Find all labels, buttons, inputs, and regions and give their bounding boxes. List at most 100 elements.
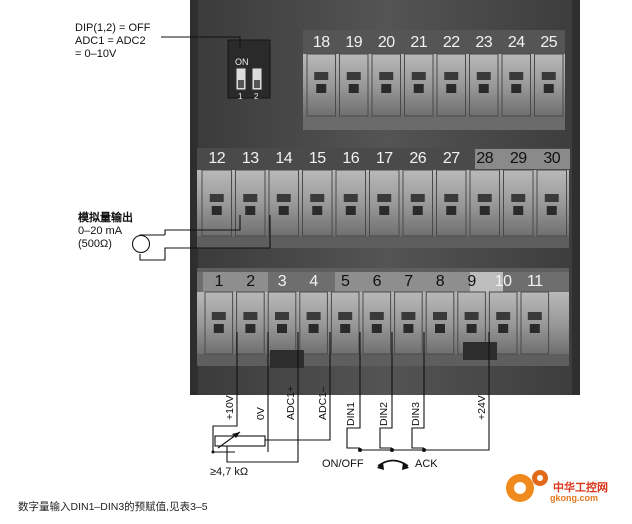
analog-output-wiring bbox=[131, 215, 271, 261]
terminal-cell bbox=[330, 291, 360, 355]
dip-line-1: DIP(1,2) = OFF bbox=[75, 22, 151, 34]
terminal-cell bbox=[536, 169, 567, 237]
terminal-cell bbox=[488, 291, 518, 355]
curved-arrow-icon bbox=[377, 459, 409, 467]
terminal-screw bbox=[306, 312, 321, 320]
terminal-screw bbox=[401, 312, 416, 320]
terminal-number: 5 bbox=[340, 273, 350, 290]
terminal-clamp bbox=[316, 84, 327, 93]
terminal-clamp bbox=[345, 206, 356, 215]
terminal-clamp bbox=[479, 206, 490, 215]
wire-label-10v: +10V bbox=[224, 395, 236, 420]
analog-output-range: 0–20 mA bbox=[78, 225, 123, 237]
terminal-cell bbox=[204, 291, 234, 355]
terminal-clamp bbox=[466, 324, 477, 333]
terminal-number: 24 bbox=[507, 34, 525, 51]
analog-output-title: 模拟量输出 bbox=[78, 212, 133, 224]
potentiometer bbox=[214, 431, 266, 449]
terminal-number: 16 bbox=[342, 150, 360, 167]
terminal-screw bbox=[276, 194, 291, 202]
terminal-screw bbox=[411, 72, 426, 80]
terminal-cell bbox=[501, 53, 531, 117]
terminal-screw bbox=[209, 194, 224, 202]
terminal-screw bbox=[346, 72, 361, 80]
wire-label-24v: +24V bbox=[476, 395, 488, 420]
terminal-screw bbox=[527, 312, 542, 320]
label-on-off: ON/OFF bbox=[322, 458, 364, 470]
terminal-number: 9 bbox=[467, 273, 476, 290]
gear-icon bbox=[506, 470, 548, 502]
terminal-clamp bbox=[546, 206, 557, 215]
terminal-screw bbox=[511, 194, 526, 202]
label-ack: ACK bbox=[415, 458, 438, 470]
terminal-cell bbox=[371, 53, 401, 117]
terminal-number: 1 bbox=[214, 273, 224, 290]
terminal-screw bbox=[509, 72, 524, 80]
terminal-cell bbox=[534, 53, 564, 117]
terminal-clamp bbox=[308, 324, 319, 333]
wire-label-adc1-plus: ADC1+ bbox=[285, 385, 297, 420]
terminal-screw bbox=[211, 312, 226, 320]
wire-label-adc1-minus: ADC1– bbox=[317, 386, 329, 420]
wire-label-din1: DIN1 bbox=[345, 402, 357, 426]
dip-switch-2 bbox=[251, 67, 263, 91]
dip-on-label: ON bbox=[235, 57, 249, 67]
dip-num-2: 2 bbox=[254, 92, 259, 101]
terminal-number: 10 bbox=[494, 273, 512, 290]
terminal-block-middle bbox=[197, 148, 570, 248]
terminal-clamp bbox=[413, 84, 424, 93]
terminal-number: 17 bbox=[375, 150, 393, 167]
wire-label-din3: DIN3 bbox=[410, 402, 422, 426]
switch-contacts bbox=[211, 448, 426, 454]
terminal-clamp bbox=[412, 206, 423, 215]
terminal-clamp bbox=[478, 84, 489, 93]
terminal-clamp bbox=[245, 206, 256, 215]
terminal-clamp bbox=[543, 84, 554, 93]
terminal-cell bbox=[236, 291, 265, 355]
terminal-number: 15 bbox=[308, 150, 326, 167]
terminal-screw bbox=[464, 312, 479, 320]
terminal-cell bbox=[404, 53, 434, 117]
terminal-cell bbox=[362, 291, 392, 355]
terminal-screw bbox=[444, 72, 459, 80]
terminal-number: 20 bbox=[377, 34, 395, 51]
terminal-number: 22 bbox=[442, 34, 460, 51]
terminal-screw bbox=[433, 312, 447, 320]
arrow-head-right-icon bbox=[402, 462, 409, 470]
terminal-number: 28 bbox=[476, 150, 494, 167]
terminal-clamp bbox=[513, 206, 524, 215]
terminal-number: 27 bbox=[442, 150, 460, 167]
terminal-number: 2 bbox=[246, 273, 255, 290]
dip-line-2: ADC1 = ADC2 bbox=[75, 35, 146, 47]
pot-value: ≥4,7 kΩ bbox=[210, 466, 249, 478]
terminal-screw bbox=[477, 194, 492, 202]
terminal-number: 26 bbox=[409, 150, 427, 167]
terminal-cell bbox=[235, 169, 266, 237]
figure-caption: 数字量输入DIN1–DIN3的预赋值,见表3–5 bbox=[18, 501, 208, 513]
terminal-cell bbox=[503, 169, 534, 237]
terminal-screw bbox=[369, 312, 384, 320]
terminal-block-bottom bbox=[197, 268, 569, 366]
terminal-number: 14 bbox=[275, 150, 293, 167]
wire-label-din2: DIN2 bbox=[378, 402, 390, 426]
terminal-number: 19 bbox=[345, 34, 363, 51]
terminal-clamp bbox=[381, 84, 392, 93]
terminal-cell bbox=[402, 169, 433, 237]
terminal-clamp bbox=[312, 206, 323, 215]
terminal-clamp bbox=[511, 84, 522, 93]
terminal-screw bbox=[377, 194, 392, 202]
terminal-cell bbox=[425, 291, 455, 355]
terminal-cell bbox=[394, 291, 423, 355]
terminal-cell bbox=[306, 53, 336, 117]
terminal-cell bbox=[436, 53, 466, 117]
terminal-number: 8 bbox=[435, 273, 445, 290]
terminal-number: 29 bbox=[509, 150, 527, 167]
terminal-number: 13 bbox=[241, 150, 259, 167]
terminal-screw bbox=[310, 194, 325, 202]
terminal-clamp bbox=[435, 324, 445, 333]
terminal-clamp bbox=[446, 206, 457, 215]
terminal-clamp bbox=[446, 84, 457, 93]
terminal-cell bbox=[469, 53, 499, 117]
